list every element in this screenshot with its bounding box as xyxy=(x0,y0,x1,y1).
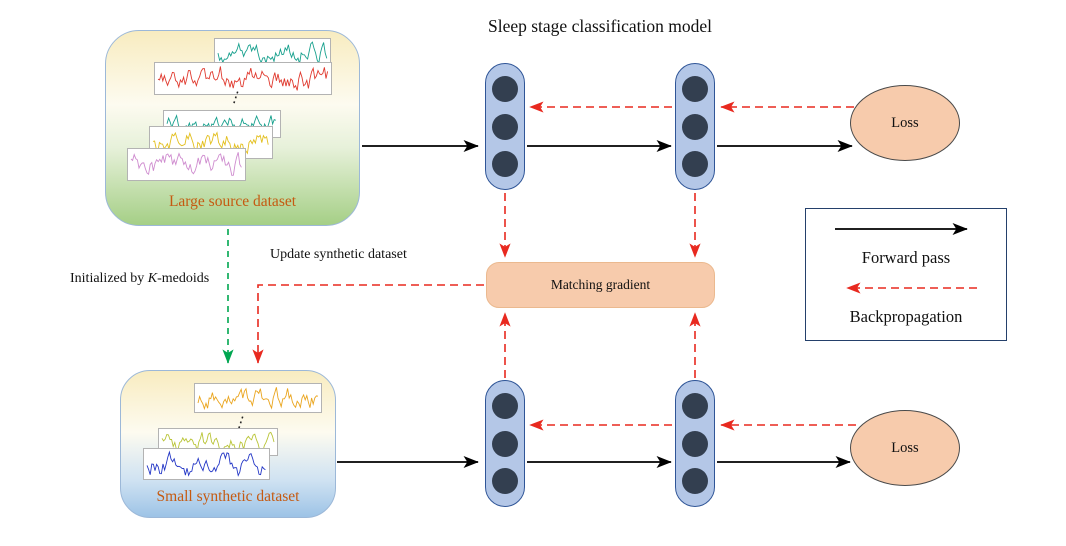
neuron xyxy=(682,468,708,494)
source-signal-card-5 xyxy=(127,148,246,181)
eeg-waveform-icon xyxy=(196,385,320,411)
neuron xyxy=(682,431,708,457)
large-source-dataset-box: ⋮ Large source dataset xyxy=(105,30,360,226)
synthetic-signal-card-1 xyxy=(194,383,322,413)
forward-pass-arrow-icon xyxy=(831,222,981,236)
loss-label-bottom: Loss xyxy=(891,440,918,457)
synthetic-signal-card-3 xyxy=(143,448,270,480)
matching-gradient-label: Matching gradient xyxy=(551,277,650,293)
eeg-waveform-icon xyxy=(129,150,244,179)
eeg-waveform-icon xyxy=(145,450,268,478)
backprop-arrow-icon xyxy=(831,281,981,295)
loss-label-top: Loss xyxy=(891,115,918,132)
neuron xyxy=(682,76,708,102)
hidden-layer-2-bottom xyxy=(675,380,715,507)
init-label-prefix: Initialized by xyxy=(70,271,148,286)
update-synthetic-dataset-label: Update synthetic dataset xyxy=(270,247,407,263)
ellipsis-icon: ⋮ xyxy=(226,89,245,108)
source-dataset-label: Large source dataset xyxy=(106,193,359,211)
legend-forward-label: Forward pass xyxy=(862,248,950,268)
hidden-layer-2-top xyxy=(675,63,715,190)
init-label-suffix: -medoids xyxy=(157,271,209,286)
neuron xyxy=(492,114,518,140)
diagram-title: Sleep stage classification model xyxy=(350,16,850,37)
loss-node-bottom: Loss xyxy=(850,410,960,486)
hidden-layer-1-top xyxy=(485,63,525,190)
neuron xyxy=(682,151,708,177)
legend-backprop-label: Backpropagation xyxy=(850,307,963,327)
update-synthetic-dataset-arrow xyxy=(258,285,484,363)
init-label-k: K xyxy=(148,271,157,286)
matching-gradient-box: Matching gradient xyxy=(486,262,715,308)
hidden-layer-1-bottom xyxy=(485,380,525,507)
neuron xyxy=(492,393,518,419)
neuron xyxy=(492,151,518,177)
neuron xyxy=(492,468,518,494)
synthetic-dataset-label: Small synthetic dataset xyxy=(121,488,335,506)
small-synthetic-dataset-box: ⋮ Small synthetic dataset xyxy=(120,370,336,518)
loss-node-top: Loss xyxy=(850,85,960,161)
neuron xyxy=(682,114,708,140)
neuron xyxy=(492,431,518,457)
eeg-waveform-icon xyxy=(156,64,330,93)
source-signal-card-2 xyxy=(154,62,332,95)
neuron xyxy=(492,76,518,102)
neuron xyxy=(682,393,708,419)
kmedoids-init-label: Initialized by K-medoids xyxy=(70,271,209,287)
legend-box: Forward pass Backpropagation xyxy=(805,208,1007,341)
